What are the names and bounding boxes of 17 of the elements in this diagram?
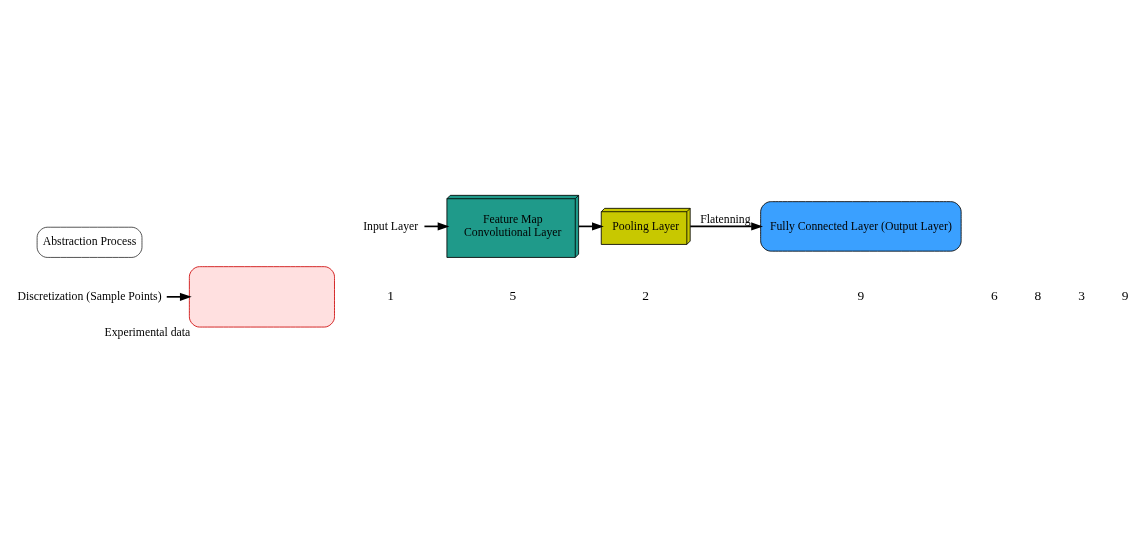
label: 2 [642, 287, 650, 303]
node-text: Discretization (Sample Points) [17, 289, 162, 303]
label: 9 [1121, 287, 1129, 303]
label: 8 [1034, 287, 1042, 303]
label: 9 [857, 287, 865, 303]
label: 6 [990, 287, 998, 303]
node-box [188, 265, 335, 327]
label: 3 [1078, 287, 1085, 303]
label: 1 [387, 287, 395, 303]
arrow [165, 292, 192, 301]
node-label: Experimental data [104, 325, 191, 339]
node-text: Input Layer [363, 219, 419, 232]
label: 5 [509, 287, 517, 303]
edge-label: Flatenning [700, 212, 751, 226]
arrow [689, 221, 763, 230]
node-box: Fully Connected Layer (Output Layer) [760, 200, 962, 252]
node-box: Abstraction Process [36, 226, 143, 258]
